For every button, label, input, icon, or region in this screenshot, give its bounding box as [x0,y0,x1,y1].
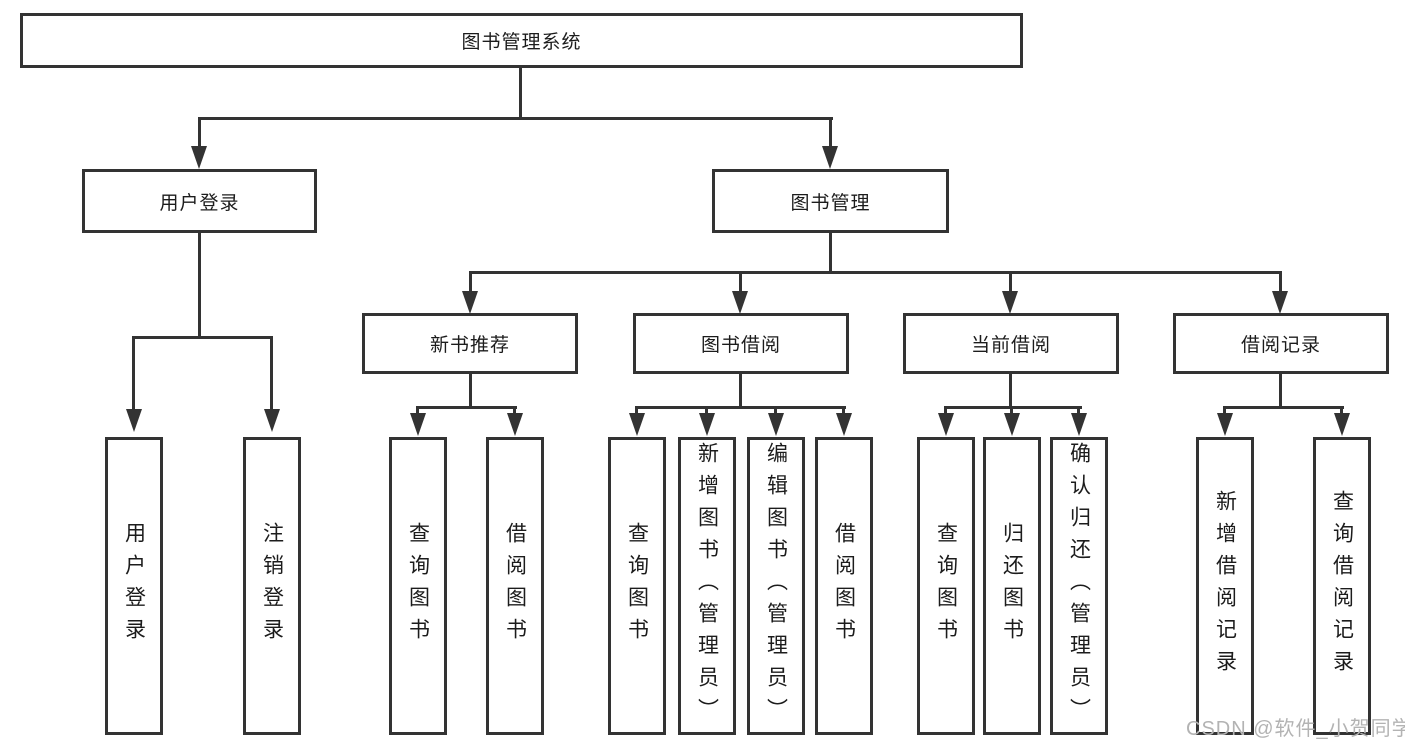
leaf-query-books-current: 查询图书 [917,437,975,735]
leaf-query-borrow-record: 查询借阅记录 [1313,437,1371,735]
arrowhead-down-icon [732,291,748,314]
arrowhead-down-icon [1004,413,1020,436]
node-new-book-recommend-label: 新书推荐 [429,335,510,356]
arrowhead-down-icon [1071,413,1087,436]
connector-root-stem [519,68,522,120]
leaf-query-books-current-label: 查询图书 [934,522,958,650]
arrowhead-down-icon [836,413,852,436]
connector-drop-user-login [198,117,201,149]
leaf-return-books-label: 归还图书 [1000,522,1024,650]
arrowhead-down-icon [938,413,954,436]
csdn-watermark: CSDN @软件_小贺同学 [1186,718,1405,740]
connector-drop-borrow-records [1279,271,1282,295]
leaf-user-login: 用户登录 [105,437,163,735]
connector-drop-leaf-logout [270,336,273,412]
node-book-borrow: 图书借阅 [633,313,849,374]
connector-book-borrow-hline [635,406,846,409]
connector-drop [1340,406,1343,418]
arrowhead-down-icon [1002,291,1018,314]
connector-drop [1223,406,1226,418]
connector-book-borrow-stem [739,374,742,409]
connector-drop [635,406,638,418]
leaf-edit-books-admin: 编辑图书（管理员） [747,437,805,735]
connector-drop-book-borrow [739,271,742,295]
leaf-confirm-return-admin: 确认归还（管理员） [1050,437,1108,735]
arrowhead-down-icon [1272,291,1288,314]
connector-current-borrow-stem [1009,374,1012,409]
arrowhead-down-icon [126,409,142,432]
arrowhead-down-icon [1334,413,1350,436]
leaf-logout-label: 注销登录 [260,522,284,650]
leaf-return-books: 归还图书 [983,437,1041,735]
leaf-user-login-label: 用户登录 [122,522,146,650]
leaf-query-books-borrow: 查询图书 [608,437,666,735]
leaf-add-borrow-record-label: 新增借阅记录 [1213,490,1237,682]
connector-drop [416,406,419,418]
connector-user-login-stem [198,233,201,339]
leaf-borrow-books-borrow: 借阅图书 [815,437,873,735]
leaf-add-books-admin-label: 新增图书（管理员） [695,442,719,730]
leaf-edit-books-admin-label: 编辑图书（管理员） [764,442,788,730]
leaf-borrow-books-recommend: 借阅图书 [486,437,544,735]
connector-drop [1077,406,1080,418]
connector-new-book-stem [469,374,472,409]
connector-borrow-records-stem [1279,374,1282,409]
arrowhead-down-icon [462,291,478,314]
connector-drop [944,406,947,418]
node-borrow-records: 借阅记录 [1173,313,1389,374]
connector-drop [513,406,516,418]
node-user-login: 用户登录 [82,169,317,233]
node-user-login-label: 用户登录 [159,192,240,214]
node-book-management: 图书管理 [712,169,949,233]
arrowhead-down-icon [507,413,523,436]
node-book-management-label: 图书管理 [790,192,871,214]
connector-root-hline [198,117,833,120]
leaf-borrow-books-recommend-label: 借阅图书 [503,522,527,650]
arrowhead-down-icon [264,409,280,432]
leaf-logout: 注销登录 [243,437,301,735]
connector-drop-new-book [469,271,472,295]
connector-book-mgmt-hline [469,271,1282,274]
node-borrow-records-label: 借阅记录 [1240,335,1321,356]
connector-drop-book-management [829,117,832,149]
connector-drop [774,406,777,418]
connector-drop [705,406,708,418]
arrowhead-down-icon [410,413,426,436]
node-book-borrow-label: 图书借阅 [700,335,781,356]
arrowhead-down-icon [699,413,715,436]
arrowhead-down-icon [1217,413,1233,436]
connector-current-borrow-hline [944,406,1082,409]
leaf-query-borrow-record-label: 查询借阅记录 [1330,490,1354,682]
arrowhead-down-icon [629,413,645,436]
leaf-confirm-return-admin-label: 确认归还（管理员） [1067,442,1091,730]
connector-new-book-hline [416,406,517,409]
node-current-borrow-label: 当前借阅 [970,335,1051,356]
leaf-query-books-recommend-label: 查询图书 [406,522,430,650]
node-new-book-recommend: 新书推荐 [362,313,578,374]
leaf-add-books-admin: 新增图书（管理员） [678,437,736,735]
connector-book-mgmt-stem [829,233,832,274]
node-root-system-label: 图书管理系统 [461,32,582,53]
connector-borrow-records-hline [1223,406,1344,409]
connector-drop-current-borrow [1009,271,1012,295]
arrowhead-down-icon [768,413,784,436]
node-current-borrow: 当前借阅 [903,313,1119,374]
leaf-query-books-borrow-label: 查询图书 [625,522,649,650]
connector-user-login-hline [132,336,273,339]
arrowhead-down-icon [822,146,838,169]
arrowhead-down-icon [191,146,207,169]
node-root-system: 图书管理系统 [20,13,1023,68]
leaf-add-borrow-record: 新增借阅记录 [1196,437,1254,735]
leaf-borrow-books-borrow-label: 借阅图书 [832,522,856,650]
leaf-query-books-recommend: 查询图书 [389,437,447,735]
connector-drop [842,406,845,418]
connector-drop [1010,406,1013,418]
connector-drop-leaf-login [132,336,135,412]
